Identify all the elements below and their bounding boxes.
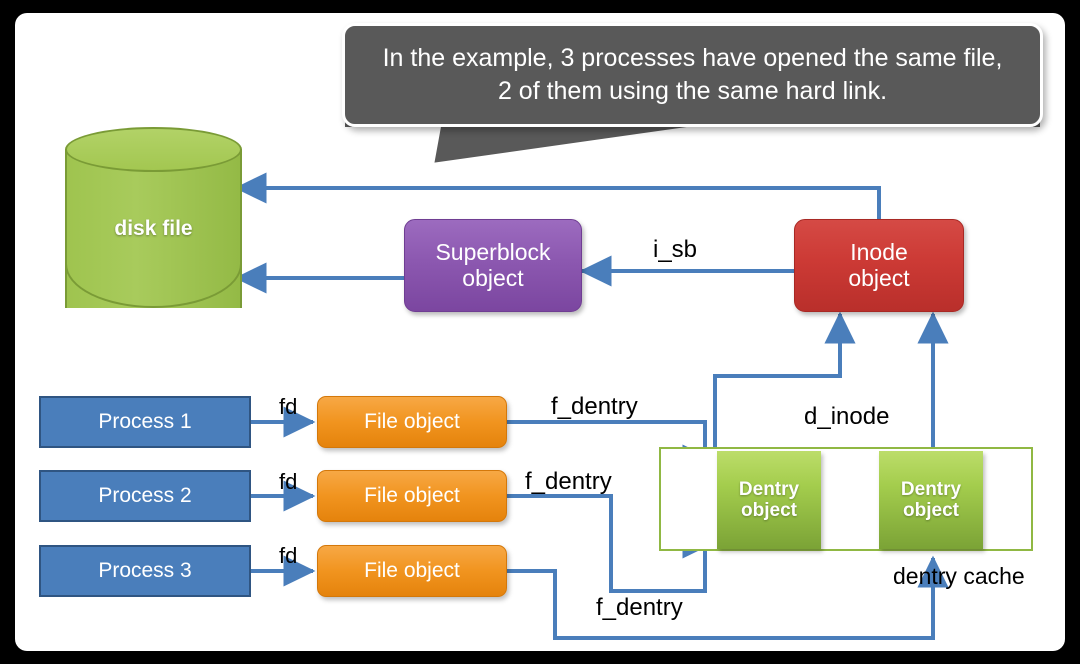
file-object-3-label: File object — [364, 559, 460, 583]
process-2-label: Process 2 — [98, 484, 192, 508]
edge-label-f-dentry-3: f_dentry — [596, 594, 683, 621]
cylinder-top — [65, 127, 242, 172]
dentry-object-2-box[interactable]: Dentry object — [879, 451, 983, 549]
process-2-box[interactable]: Process 2 — [39, 470, 251, 522]
callout-text: In the example, 3 processes have opened … — [382, 44, 1003, 105]
superblock-object-label: Superblock object — [435, 238, 551, 291]
edge-inode-to-disk — [234, 172, 881, 219]
inode-object-label: Inode object — [848, 238, 910, 291]
disk-file-label: disk file — [114, 216, 193, 240]
process-3-box[interactable]: Process 3 — [39, 545, 251, 597]
edge-label-f-dentry-1: f_dentry — [551, 393, 638, 420]
dentry-object-2-label: Dentry object — [900, 478, 962, 521]
file-object-1-box[interactable]: File object — [317, 396, 507, 448]
file-object-1-label: File object — [364, 410, 460, 434]
callout-tail — [430, 119, 717, 167]
superblock-object-box[interactable]: Superblock object — [404, 219, 582, 312]
edge-file3-to-dentry2 — [507, 555, 949, 640]
edge-label-i-sb: i_sb — [653, 236, 698, 263]
file-object-2-label: File object — [364, 484, 460, 508]
edge-label-fd-2: fd — [279, 469, 298, 494]
edge-label-d-inode: d_inode — [804, 403, 890, 430]
file-object-2-box[interactable]: File object — [317, 470, 507, 522]
dentry-object-1-box[interactable]: Dentry object — [717, 451, 821, 549]
inode-object-box[interactable]: Inode object — [794, 219, 964, 312]
diagram-canvas: disk file Superblock object Inode object… — [15, 13, 1065, 651]
dentry-cache-label: dentry cache — [893, 563, 1025, 589]
callout-bubble: In the example, 3 processes have opened … — [342, 23, 1043, 127]
dentry-object-1-label: Dentry object — [738, 478, 800, 521]
process-1-label: Process 1 — [98, 410, 192, 434]
dentry-cache-container: Dentry object Dentry object — [659, 447, 1033, 551]
edge-label-f-dentry-2: f_dentry — [525, 468, 612, 495]
disk-file-cylinder: disk file — [65, 127, 242, 330]
edge-label-fd-3: fd — [279, 543, 298, 568]
edge-label-fd-1: fd — [279, 394, 298, 419]
file-object-3-box[interactable]: File object — [317, 545, 507, 597]
process-1-box[interactable]: Process 1 — [39, 396, 251, 448]
process-3-label: Process 3 — [98, 559, 192, 583]
